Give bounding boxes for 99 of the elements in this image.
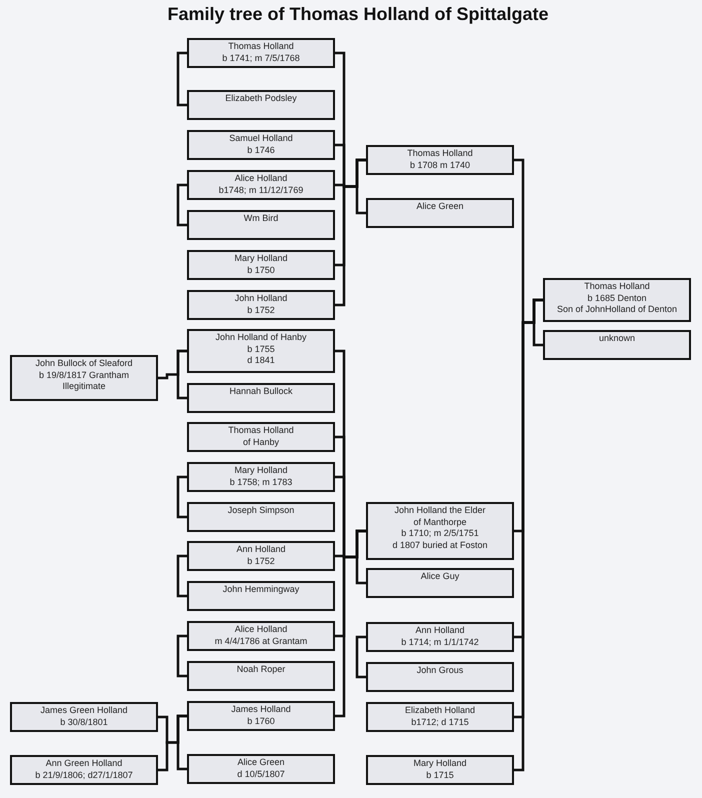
person-text: b 30/8/1801 (59, 716, 109, 728)
person-text: m 4/4/1786 at Grantam (214, 636, 308, 647)
person-box (366, 755, 514, 785)
person-text: Ann Holland (414, 625, 466, 636)
person-box (187, 383, 335, 413)
descent-line (335, 158, 366, 306)
person-text: b 1708 m 1740 (408, 160, 472, 171)
person-text: b 1746 (246, 144, 276, 156)
person-text: d 1807 buried at Foston (391, 540, 489, 551)
person-box (187, 502, 335, 532)
person-text: d 10/5/1807 (236, 768, 286, 780)
descent-line (158, 714, 187, 772)
person-text: Thomas Holland (583, 281, 651, 292)
person-box (187, 754, 335, 784)
person-box (187, 701, 335, 731)
person-text: d 1841 (246, 355, 276, 366)
person-text: Hannah Bullock (228, 386, 294, 398)
person-box (543, 330, 691, 360)
person-text: Wm Bird (242, 213, 280, 224)
person-box (366, 622, 514, 652)
person-text: Mary Holland (233, 465, 289, 476)
person-text: Thomas Holland (227, 425, 295, 436)
marriage-bracket (176, 634, 187, 678)
person-text: Noah Roper (236, 664, 286, 676)
person-text: b 1741; m 7/5/1768 (221, 52, 301, 64)
person-box (187, 90, 335, 120)
person-text: Alice Holland (234, 173, 288, 184)
person-text: Alice Green (415, 201, 465, 212)
person-text: b1748; m 11/12/1769 (218, 184, 304, 196)
person-box (187, 422, 335, 452)
person-box (187, 581, 335, 611)
person-box (366, 702, 514, 732)
person-text: Elizabeth Podsley (224, 93, 298, 104)
person-text: b1712; d 1715 (410, 716, 470, 728)
marriage-bracket (176, 554, 187, 598)
marriage-bracket (176, 52, 187, 106)
person-text: b 1714; m 1/1/1742 (400, 636, 480, 648)
person-box (187, 170, 335, 200)
person-box (187, 621, 335, 651)
marriage-bracket (176, 184, 187, 226)
person-text: John Bullock of Sleaford (34, 358, 134, 370)
person-text: of Hanby (242, 436, 280, 448)
person-text: b 19/8/1817 Grantham (38, 370, 130, 381)
person-text: of Manthorpe (412, 516, 468, 528)
person-box (10, 702, 158, 732)
person-text: Alice Guy (420, 571, 460, 582)
person-text: b 1755 (246, 344, 276, 355)
person-text: John Holland (234, 293, 288, 304)
person-box (187, 661, 335, 691)
person-text: Mary Holland (412, 758, 468, 770)
descent-line (158, 350, 187, 380)
person-text: Alice Holland (234, 624, 288, 636)
person-box (187, 130, 335, 160)
person-text: Alice Green (236, 757, 286, 768)
person-text: b 1758; m 1783 (228, 476, 294, 488)
person-box (366, 502, 514, 560)
person-text: John Holland of Hanby (214, 332, 308, 344)
person-box (187, 329, 335, 373)
person-box (187, 38, 335, 68)
person-text: Illegitimate (61, 381, 107, 392)
person-text: Ann Holland (235, 544, 287, 556)
person-box (543, 278, 691, 322)
person-box (187, 250, 335, 280)
person-text: b 1752 (246, 556, 276, 567)
person-text: John Holland the Elder (393, 505, 487, 516)
person-text: John Hemmingway (222, 584, 300, 596)
person-box (10, 755, 158, 785)
person-box (187, 210, 335, 240)
person-text: Son of JohnHolland of Denton (556, 304, 678, 316)
person-text: b 1752 (246, 304, 276, 316)
person-box (10, 355, 158, 401)
person-text: b 1750 (246, 264, 276, 276)
person-text: James Green Holland (39, 705, 129, 716)
descent-line (335, 530, 366, 718)
person-text: Thomas Holland (406, 148, 474, 160)
person-box (366, 145, 514, 175)
person-box (187, 290, 335, 320)
person-box (366, 198, 514, 228)
diagram-title: Family tree of Thomas Holland of Spittalgate (166, 4, 550, 25)
marriage-bracket (176, 476, 187, 518)
person-text: b 1715 (425, 770, 455, 781)
person-text: b 21/9/1806; d27/1/1807 (34, 770, 134, 781)
person-box (366, 662, 514, 692)
person-text: Thomas Holland (227, 41, 295, 52)
person-text: James Holland (230, 704, 292, 716)
person-text: John Grous (416, 665, 464, 676)
person-box (187, 541, 335, 571)
person-text: b 1685 Denton (586, 292, 648, 304)
person-text: unknown (598, 333, 636, 344)
person-box (187, 462, 335, 492)
person-text: Samuel Holland (228, 133, 294, 144)
person-text: b 1710; m 2/5/1751 (400, 528, 480, 540)
person-text: Elizabeth Holland (404, 705, 476, 716)
person-text: Ann Green Holland (44, 758, 124, 770)
person-text: Mary Holland (233, 253, 289, 264)
person-text: b 1760 (246, 716, 276, 727)
person-box (366, 568, 514, 598)
marriage-bracket (356, 636, 366, 678)
person-text: Joseph Simpson (226, 505, 296, 516)
